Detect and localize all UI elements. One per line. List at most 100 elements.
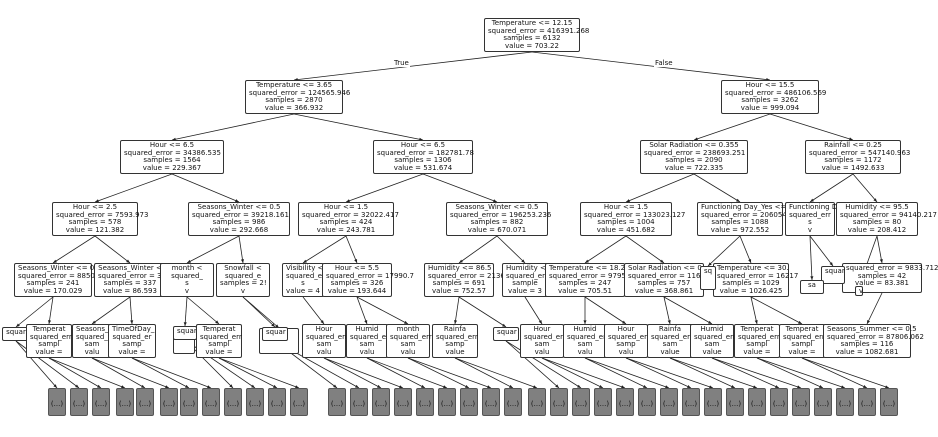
node-line: squared_err <box>738 332 780 341</box>
edge-n5q-leaf <box>584 357 648 389</box>
edge-n5q-leaf <box>584 357 670 389</box>
node-line: valu <box>577 347 593 356</box>
node-line: value = 121.382 <box>65 225 125 234</box>
truncated-subtree: (...) <box>836 388 854 416</box>
edge-n5g-leaf-head <box>295 385 299 389</box>
edge-n5u-leaf-head <box>841 385 845 389</box>
node-line: squared_error = 16217 <box>717 271 799 280</box>
node-line: Functioning D <box>789 203 838 211</box>
edge-n5n-leaf <box>454 357 538 389</box>
node-line: Hour <= 6.5 <box>400 141 446 149</box>
edge-n4k-n5u-head <box>754 320 758 324</box>
edge-n5l-leaf <box>366 357 426 389</box>
node-line: valu <box>618 347 634 356</box>
node-line: samples = 882 <box>470 218 524 227</box>
node-line: squared_error = 182781.78 <box>377 148 474 157</box>
node-line: squared_error = 416391.268 <box>488 26 590 35</box>
node-line: Hour <box>315 325 333 333</box>
edge-n4i-n5r <box>584 296 627 325</box>
edge-n4c-n5f <box>184 296 188 327</box>
edge-n4a-n5b <box>48 296 54 325</box>
node-line: samples = 80 <box>852 218 902 227</box>
truncated-subtree: (...) <box>350 388 368 416</box>
edge-R-RR-head <box>849 137 853 141</box>
truncated-subtree: (...) <box>748 388 766 416</box>
node-line: squared_error = 39218.161 <box>192 210 289 219</box>
node-line: s <box>808 218 812 227</box>
node-line: samples = 1088 <box>711 218 769 227</box>
node-line: Humidity < <box>506 264 546 272</box>
node-line: Seasons_Winter <= 0.5 <box>455 203 539 211</box>
node-line: value = <box>788 347 816 356</box>
tree-node: squar <box>493 327 519 341</box>
node-line: Seasons_Winter <= 0 <box>18 264 95 272</box>
edge-n4e-n5k <box>302 296 325 325</box>
edge-root-L <box>293 51 533 81</box>
node-line: Humid <box>573 325 597 333</box>
edge-LLL-n4a <box>52 235 96 264</box>
node-line: value = 999.094 <box>740 103 800 112</box>
edge-n5q-leaf-head <box>665 385 669 389</box>
node-line: value = 705.51 <box>558 286 612 295</box>
node-line: squared_err <box>567 332 609 341</box>
node-line: Rainfall <= 0.25 <box>824 141 882 149</box>
edge-LR-LRR-head <box>493 199 497 203</box>
node-line: valu <box>534 347 550 356</box>
edge-LLR-n4d <box>238 235 244 264</box>
edge-RRR-n4m-head <box>879 259 883 263</box>
node-line: sampl <box>38 340 60 349</box>
node-line: sampl <box>208 340 230 349</box>
tree-node: Solar Radiation <= 0.squared_error = 116… <box>624 263 709 297</box>
edge-n4f-n5l-head <box>364 320 368 324</box>
node-line: value = 1082.681 <box>835 347 899 356</box>
truncated-subtree: (...) <box>660 388 678 416</box>
truncated-subtree: (...) <box>328 388 346 416</box>
node-line: sample <box>512 279 538 288</box>
node-line: squared_error = 17990.7 <box>326 271 414 280</box>
node-line: sampl <box>746 340 768 349</box>
node-line: s <box>301 279 305 288</box>
edge-n5a-leaf-head <box>53 384 57 388</box>
edge-n5f-leaf-head <box>251 384 255 388</box>
truncated-subtree: (...) <box>638 388 656 416</box>
edge-n5o-leaf <box>505 340 582 389</box>
node-line: squared_error = 34386.535 <box>124 148 221 157</box>
node-line: samples = 6132 <box>503 34 561 43</box>
tree-node: squar <box>262 327 288 341</box>
edge-n4f-n5m-head <box>404 320 408 324</box>
node-line: samples = 1306 <box>394 156 452 165</box>
node-line: value = 1492.633 <box>821 163 885 172</box>
node-line: value = 4 <box>286 286 320 295</box>
node-line: v <box>807 225 813 234</box>
edge-n5m-leaf <box>407 357 470 389</box>
edge-n5j-leaf-head <box>333 384 337 388</box>
edge-LRL-n4e <box>302 235 347 264</box>
node-line: samples = 424 <box>319 218 373 227</box>
node-line: samples = 1564 <box>143 156 201 165</box>
edge-RRL-n4n <box>809 235 834 267</box>
node-line: value = <box>35 347 63 356</box>
edge-LRR-n4h-head <box>521 259 525 263</box>
edge-n5d-leaf <box>131 357 212 389</box>
edge-n5t-leaf-head <box>797 385 801 389</box>
node-line: value = 208.412 <box>847 225 907 234</box>
edge-L-LR <box>293 113 424 141</box>
tree-node: squar <box>173 326 197 340</box>
edge-RRL-n4n-head <box>829 262 833 266</box>
node-line: squared_err <box>651 332 693 341</box>
edge-RL-RLR-head <box>736 198 740 202</box>
edge-RL-RLL-head <box>626 199 630 203</box>
edge-n5u-leaf-head <box>819 385 823 388</box>
edge-n4j-n5t <box>663 296 713 325</box>
node-line: Temperature <= 3.65 <box>255 81 333 89</box>
truncated-subtree: (...) <box>48 388 66 416</box>
